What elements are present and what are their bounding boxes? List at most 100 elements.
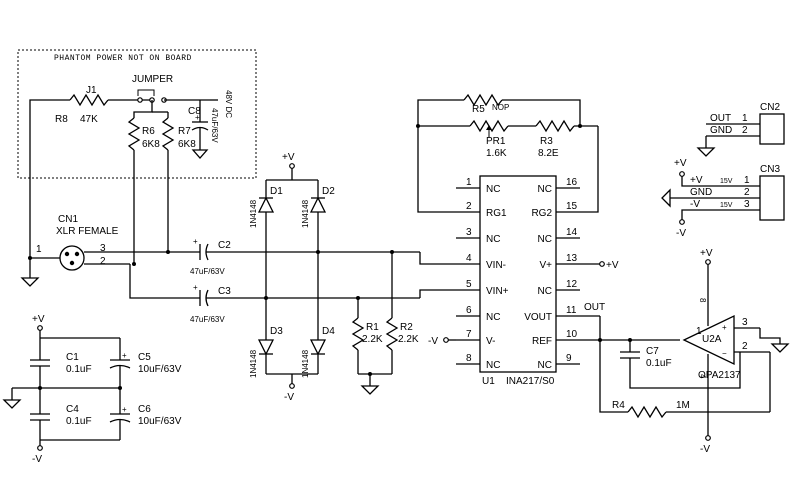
- c8-ground-icon: [191, 149, 209, 159]
- c1-value: 0.1uF: [66, 364, 92, 375]
- power-decoupling: +V C1 0.1uF + C5 10uF/63V C4 0.1uF + C6: [2, 314, 182, 465]
- u1-pin-name: NC: [538, 234, 552, 245]
- u1-pin-name: REF: [532, 336, 552, 347]
- phantom-box-border: [17, 49, 257, 179]
- u1-vpos-label: +V: [606, 260, 619, 271]
- u1-pin-name: RG1: [486, 208, 507, 219]
- phantom-supply-label: 48V DC: [224, 90, 233, 118]
- gain-network: R5 NOP PR1 1.6K R3 8.2E: [416, 93, 599, 213]
- u1-pin-name: VOUT: [524, 312, 552, 323]
- cn2-connector: CN2 OUT 1 GND 2: [696, 102, 785, 157]
- r7-ref: R7: [178, 126, 191, 137]
- cn1-pin-2: 2: [100, 256, 106, 267]
- r6-resistor: [127, 117, 141, 151]
- c8-value: 47uF/63V: [210, 108, 219, 143]
- u1-pin-number: 4: [466, 253, 472, 264]
- u1-pin-name: NC: [486, 360, 500, 371]
- d1-ref: D1: [270, 186, 283, 197]
- u2a-part: OPA2137: [698, 370, 741, 381]
- pr1-ref: PR1: [486, 136, 506, 147]
- cn3-row1-name: +V: [690, 175, 703, 186]
- u2a-pin-out: 1: [696, 326, 702, 337]
- svg-text:+: +: [122, 351, 127, 360]
- u1-pin-number: 13: [566, 253, 578, 264]
- r3-resistor: [535, 119, 575, 133]
- d4-ref: D4: [322, 326, 335, 337]
- svg-text:+: +: [122, 405, 127, 414]
- u1-pin-number: 15: [566, 201, 578, 212]
- u2a-opamp-symbol: [682, 314, 735, 366]
- c5-value: 10uF/63V: [138, 364, 182, 375]
- r7-value: 6K8: [178, 139, 196, 150]
- r1-resistor: [351, 317, 365, 351]
- j1-label: J1: [86, 85, 97, 96]
- r8-ref: R8: [55, 114, 68, 125]
- u1-pin-number: 9: [566, 353, 572, 364]
- cn3-row2-name: GND: [690, 187, 712, 198]
- u1-pin-name: V-: [486, 336, 495, 347]
- d4-part: 1N4148: [301, 349, 310, 378]
- u2a-pin-noninv: 3: [742, 317, 748, 328]
- cn1-type: XLR FEMALE: [56, 226, 119, 237]
- reference-buffer: R4 1M C7 0.1uF 1 U2A OPA2137 + − 3 2 +V …: [580, 248, 790, 455]
- r5-value: NOP: [492, 103, 509, 112]
- cn1-xlr-connector: CN1 XLR FEMALE 1 3 2: [20, 214, 200, 299]
- r4-ref: R4: [612, 400, 625, 411]
- c3-ref: C3: [218, 286, 231, 297]
- coupling-capacitors: + C2 47uF/63V + C3 47uF/63V: [190, 237, 420, 324]
- u1-pin-number: 2: [466, 201, 472, 212]
- cn1-ground-icon: [20, 277, 40, 287]
- r3-value: 8.2E: [538, 148, 559, 159]
- u1-pin-name: VIN-: [486, 260, 506, 271]
- u1-pin-number: 6: [466, 305, 472, 316]
- u1-pin-name: NC: [538, 360, 552, 371]
- u1-pin-name: NC: [486, 234, 500, 245]
- c2-value: 47uF/63V: [190, 267, 225, 276]
- cn3-body: [759, 175, 785, 221]
- svg-text:+: +: [722, 323, 727, 332]
- c6-plate-2: [109, 418, 131, 423]
- c1-ref: C1: [66, 352, 79, 363]
- cn1-pin-1: 1: [36, 244, 42, 255]
- c4-ref: C4: [66, 404, 79, 415]
- phantom-power-section: PHANTOM POWER NOT ON BOARD J1 R8 47K JUM…: [17, 49, 257, 258]
- u1-vneg-label: -V: [428, 336, 438, 347]
- u1-pin-name: NC: [538, 286, 552, 297]
- r2-resistor: [385, 317, 399, 351]
- u1-pin-name: V+: [539, 260, 552, 271]
- u1-pin-number: 7: [466, 329, 472, 340]
- cn3-row1-note: 15V: [720, 178, 733, 185]
- r3-ref: R3: [540, 136, 553, 147]
- cn2-ground-icon: [696, 147, 716, 157]
- phantom-box-title: PHANTOM POWER NOT ON BOARD: [54, 54, 192, 63]
- cn2-row1-name: OUT: [710, 113, 731, 124]
- jumper-bridge: [137, 89, 155, 96]
- u1-ref: U1: [482, 376, 495, 387]
- cn2-row2-name: GND: [710, 125, 732, 136]
- c8-plate-2: [191, 126, 209, 131]
- cn2-body: [759, 113, 785, 145]
- u1-out-label: OUT: [584, 302, 605, 313]
- c8-ref: C8: [188, 106, 201, 117]
- cn3-row1-pin: 1: [744, 175, 750, 186]
- cn2-ref: CN2: [760, 102, 780, 113]
- svg-text:+: +: [193, 237, 198, 246]
- d1-diode-icon: [257, 196, 275, 213]
- u1-body: [479, 175, 557, 373]
- u1-pin-number: 3: [466, 227, 472, 238]
- cn3-row3-name: -V: [690, 199, 700, 210]
- c7-value: 0.1uF: [646, 358, 672, 369]
- r5-resistor: [463, 93, 503, 107]
- u2a-pin-inv: 2: [742, 341, 748, 352]
- r2-ref: R2: [400, 322, 413, 333]
- u2a-pin-vneg: 4: [698, 374, 707, 379]
- c5-plate-2: [109, 364, 131, 369]
- diode-pos-rail-label: +V: [282, 152, 295, 163]
- r2-value: 2.2K: [398, 334, 419, 345]
- d2-ref: D2: [322, 186, 335, 197]
- d2-part: 1N4148: [301, 199, 310, 228]
- decoupling-vneg-label: -V: [32, 454, 42, 465]
